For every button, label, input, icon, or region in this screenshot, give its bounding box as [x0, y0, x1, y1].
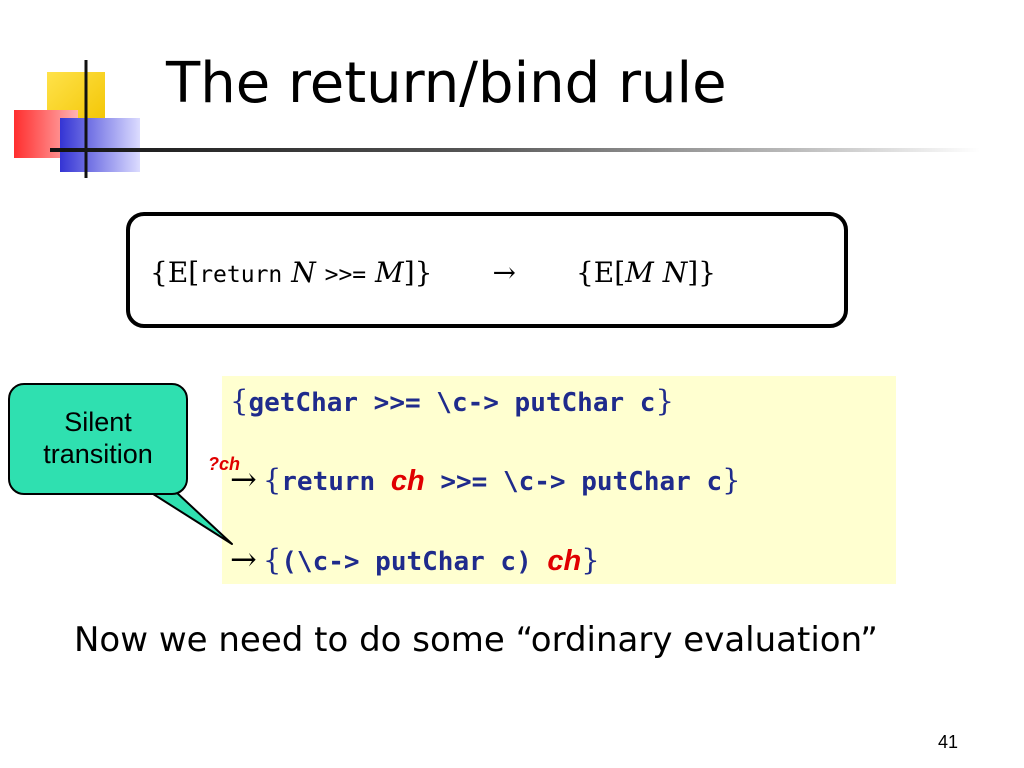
rule-formula: {E[return N >>= M]}→{E[M N]} [150, 256, 716, 289]
right-arrow-icon: → [492, 256, 516, 289]
rule-lhs-keyword: return [199, 262, 283, 288]
rule-lhs-close: ]} [403, 256, 433, 289]
rule-rhs-close: ]} [687, 256, 716, 289]
example-line-1: {getChar >>= \c-> putChar c} [230, 384, 674, 418]
callout-line-1: Silent [64, 407, 132, 438]
example-code-panel [222, 376, 896, 584]
rule-box: {E[return N >>= M]}→{E[M N]} [126, 212, 848, 328]
brace-close: } [722, 463, 741, 497]
silent-transition-callout: Silent transition [8, 383, 188, 495]
slide-template-logo [14, 60, 140, 178]
page-number: 41 [938, 732, 959, 752]
title-divider [50, 148, 980, 152]
callout-line-2: transition [43, 439, 153, 469]
slide-title: The return/bind rule [166, 51, 727, 116]
right-arrow-icon: → [230, 460, 257, 498]
rule-lhs-var: N [291, 256, 316, 289]
rule-rhs-body: M N [625, 256, 688, 289]
summary-text: Now we need to do some “ordinary evaluat… [74, 620, 878, 660]
brace-open: { [230, 384, 249, 418]
right-arrow-icon: → [230, 540, 257, 578]
code-text: return [281, 467, 391, 497]
rule-lhs-fun: M [375, 256, 404, 289]
brace-open: { [262, 543, 282, 577]
example-line-2: →{return ch >>= \c-> putChar c} [230, 460, 741, 498]
brace-open: { [262, 463, 282, 497]
code-text: getChar >>= \c-> putChar c [248, 388, 656, 418]
rule-lhs-open: {E[ [150, 256, 200, 289]
rule-lhs-op: >>= [324, 262, 367, 288]
highlighted-value: ch [390, 465, 425, 497]
input-label: ?ch [208, 454, 241, 474]
example-line-3: →{(\c-> putChar c) ch} [230, 540, 600, 578]
brace-close: } [581, 543, 600, 577]
rule-rhs-open: {E[ [575, 256, 626, 289]
code-text: >>= \c-> putChar c [424, 467, 723, 497]
code-text: (\c-> putChar c) [281, 547, 548, 577]
brace-close: } [655, 384, 674, 418]
highlighted-value: ch [547, 545, 582, 577]
